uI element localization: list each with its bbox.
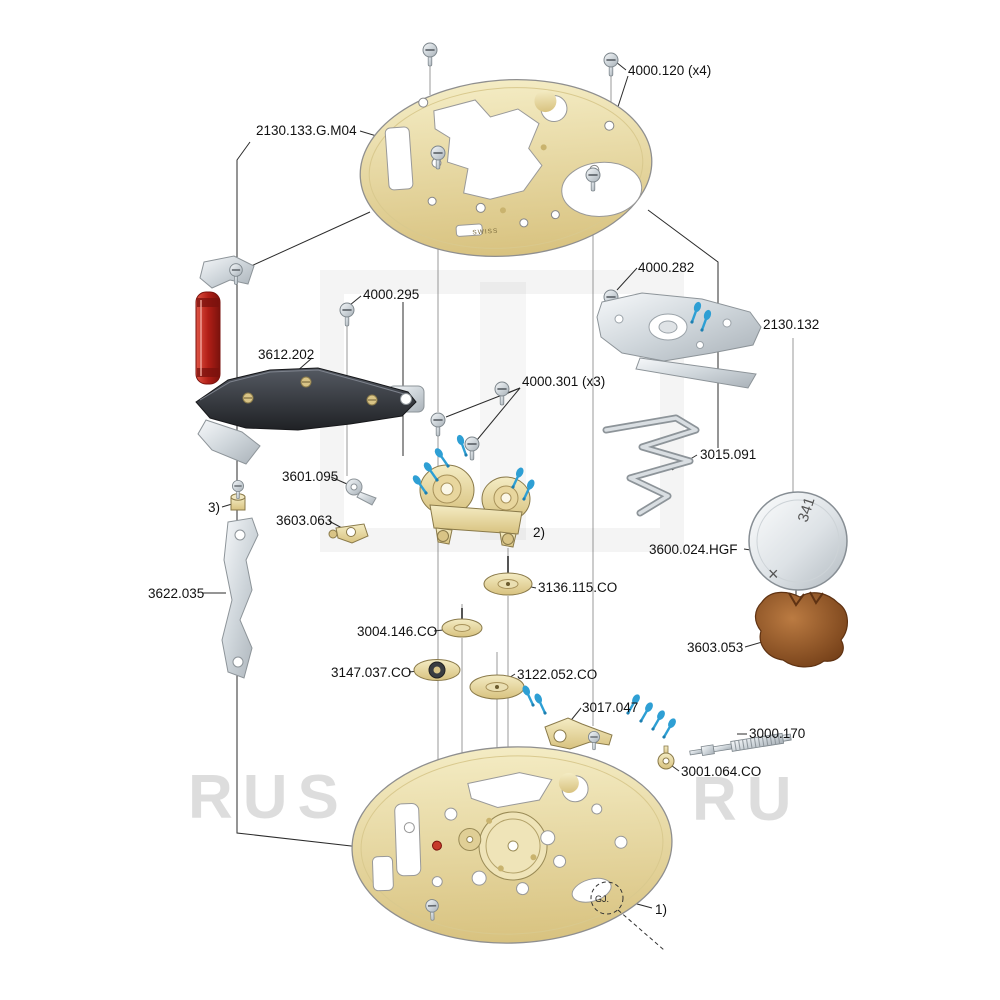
dashed-detail-circle: GJ. [590,881,665,951]
watermark-right: RU [692,765,802,834]
label-4000-282: 4000.282 [638,260,694,275]
lever-3622-035 [221,517,259,679]
screw-icon [422,42,438,67]
spring-3015-091 [602,414,700,517]
circuit-cover-2130-132 [596,289,762,389]
label-3603-063: 3603.063 [276,513,332,528]
bridge-3612-202 [195,367,425,431]
label-3147-037: 3147.037.CO [331,665,411,680]
bottom-plate [351,746,673,944]
stud-note-3 [230,479,246,511]
label-2130-133: 2130.133.G.M04 [256,123,357,138]
rotor-3147-037 [413,659,461,681]
contact-pin-icon [519,683,538,710]
label-note-2: 2) [533,525,545,540]
silver-strip [197,419,261,465]
wheel-3004-146 [441,608,483,638]
label-3000-170: 3000.170 [749,726,805,741]
lever-hook [199,255,255,289]
contact-pin-icon [636,699,656,726]
part-3603-063 [328,523,369,544]
label-3136-115: 3136.115.CO [538,580,617,595]
battery-symbol: × [768,564,779,584]
pinion-3001-064 [657,745,675,770]
lever-3017-047 [519,683,679,751]
label-4000-120: 4000.120 (x4) [628,63,711,78]
label-3601-095: 3601.095 [282,469,338,484]
screw-icon [587,730,601,751]
label-note-1: 1) [655,902,667,917]
label-3622-035: 3622.035 [148,586,204,601]
battery-marking: 341 [795,495,819,524]
battery-3600-024: 341 × [748,491,848,591]
label-3603-053: 3603.053 [687,640,743,655]
top-plate: SWISS [359,78,653,258]
contact-pin-icon [648,707,668,734]
label-3122-052: 3122.052.CO [517,667,597,682]
part-labels: 4000.120 (x4) 2130.133.G.M04 4000.295 40… [148,63,819,917]
label-3015-091: 3015.091 [700,447,756,462]
screw-icon [603,52,619,77]
contact-pin-icon [659,715,679,742]
label-3612-202: 3612.202 [258,347,314,362]
label-3600-024: 3600.024.HGF [649,542,738,557]
part-3601-095 [345,478,377,506]
contact-pin-icon [531,691,550,718]
label-4000-295: 4000.295 [363,287,419,302]
screw-icon [430,412,446,437]
screw-icon [464,436,480,461]
wheel-3136-115 [483,556,533,596]
watermark-text: RUS RU [188,763,802,834]
wheel-3122-052 [469,674,525,700]
label-3017-047: 3017.047 [582,700,638,715]
coil-block [409,432,538,548]
watermark-left: RUS [188,763,349,832]
plate-engraving: SWISS [472,228,498,237]
label-note-3: 3) [208,500,220,515]
label-4000-301: 4000.301 (x3) [522,374,605,389]
label-2130-132: 2130.132 [763,317,819,332]
detail-marking: GJ. [595,894,609,904]
insulator-3603-053 [754,591,848,668]
red-insulator-roller [195,291,221,385]
label-3004-146: 3004.146.CO [357,624,437,639]
label-3001-064: 3001.064.CO [681,764,761,779]
stem-3000-170 [689,732,792,757]
